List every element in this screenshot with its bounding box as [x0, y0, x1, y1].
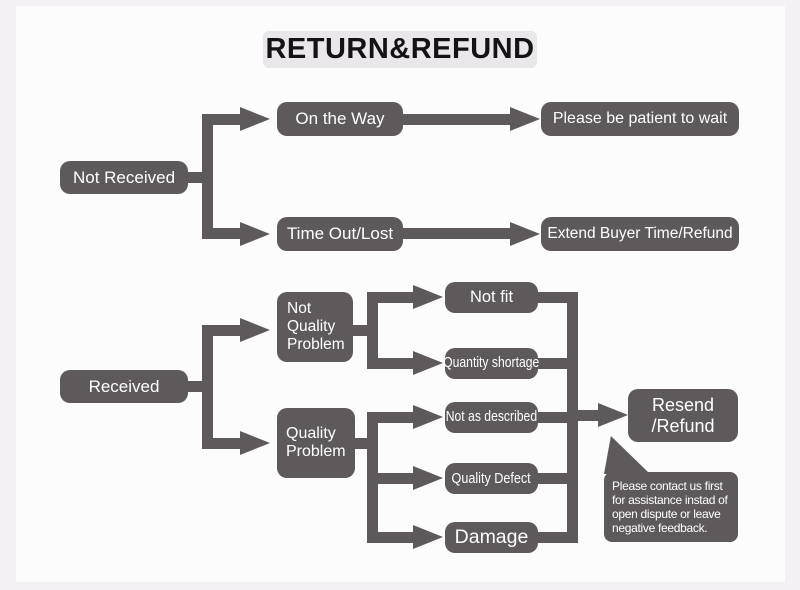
arrowhead-to-patient — [510, 107, 540, 131]
connector-to-not-quality — [202, 325, 240, 336]
arrowhead-to-on-the-way — [240, 107, 270, 131]
connector-to-resend — [567, 410, 598, 421]
connector-on-the-way-to-patient — [403, 114, 510, 125]
connector-quality-defect-out — [538, 473, 571, 484]
node-not-fit-label: Not fit — [469, 288, 514, 307]
note-callout: Please contact us first for assistance i… — [604, 472, 738, 542]
connector-not-quality-stub — [353, 325, 375, 336]
connector-damage-out — [538, 532, 571, 543]
node-please-be-patient: Please be patient to wait — [541, 102, 739, 136]
node-not-received-label: Not Received — [72, 167, 176, 187]
connector-received-stub — [186, 381, 208, 392]
connector-to-quality-defect — [367, 473, 413, 484]
page-title: RETURN&REFUND — [263, 31, 537, 68]
arrowhead-to-timeout — [240, 222, 270, 246]
connector-to-not-fit — [367, 292, 413, 303]
arrowhead-to-resend — [598, 403, 628, 427]
connector-not-as-described-out — [538, 412, 571, 423]
arrowhead-to-damage — [413, 525, 443, 549]
connector-to-on-the-way — [202, 114, 240, 125]
arrowhead-to-not-fit — [413, 285, 443, 309]
node-extend-buyer-time-label: Extend Buyer Time/Refund — [547, 225, 733, 243]
node-on-the-way-label: On the Way — [295, 109, 385, 129]
node-resend-refund: Resend /Refund — [628, 389, 738, 442]
node-not-quality-problem: Not Quality Problem — [277, 292, 353, 362]
node-quantity-shortage: Quantity shortage — [443, 348, 540, 379]
node-received-label: Received — [88, 376, 160, 396]
arrowhead-to-quality — [240, 431, 270, 455]
connector-to-quality — [202, 438, 240, 449]
node-damage: Damage — [445, 522, 538, 553]
node-not-fit: Not fit — [445, 282, 538, 313]
arrowhead-to-not-quality — [240, 318, 270, 342]
node-quantity-shortage-label: Quantity shortage — [443, 355, 540, 372]
node-please-be-patient-label: Please be patient to wait — [552, 109, 728, 127]
connector-not-fit-out — [538, 292, 571, 303]
node-not-as-described: Not as described — [445, 402, 538, 433]
node-on-the-way: On the Way — [277, 102, 403, 136]
node-quality-defect: Quality Defect — [445, 463, 538, 494]
node-time-out-lost-label: Time Out/Lost — [286, 224, 394, 244]
node-time-out-lost: Time Out/Lost — [277, 217, 403, 251]
connector-to-timeout — [202, 228, 240, 239]
arrowhead-to-extend — [510, 222, 540, 246]
node-resend-refund-label: Resend /Refund — [651, 394, 715, 436]
node-quality-problem-label: Quality Problem — [286, 424, 346, 460]
connector-received-branch — [202, 325, 213, 449]
node-not-received: Not Received — [60, 161, 188, 194]
connector-not-quality-branch — [367, 292, 378, 369]
node-received: Received — [60, 370, 188, 403]
connector-to-not-as-described — [367, 412, 413, 423]
node-not-quality-problem-label: Not Quality Problem — [287, 300, 345, 353]
connector-to-quantity-shortage — [367, 358, 413, 369]
arrowhead-to-not-as-described — [413, 405, 443, 429]
arrowhead-to-quality-defect — [413, 466, 443, 490]
connector-quantity-shortage-out — [538, 358, 571, 369]
node-damage-label: Damage — [454, 526, 529, 549]
node-extend-buyer-time: Extend Buyer Time/Refund — [541, 217, 739, 251]
connector-quality-stub — [355, 438, 375, 449]
arrowhead-to-quantity-shortage — [413, 351, 443, 375]
connector-timeout-to-extend — [403, 228, 510, 239]
connector-not-received-branch — [202, 114, 213, 238]
node-not-as-described-label: Not as described — [445, 409, 538, 426]
node-quality-problem: Quality Problem — [277, 408, 355, 478]
connector-not-received-stub — [186, 172, 208, 183]
connector-to-damage — [367, 532, 413, 543]
node-quality-defect-label: Quality Defect — [451, 469, 532, 487]
